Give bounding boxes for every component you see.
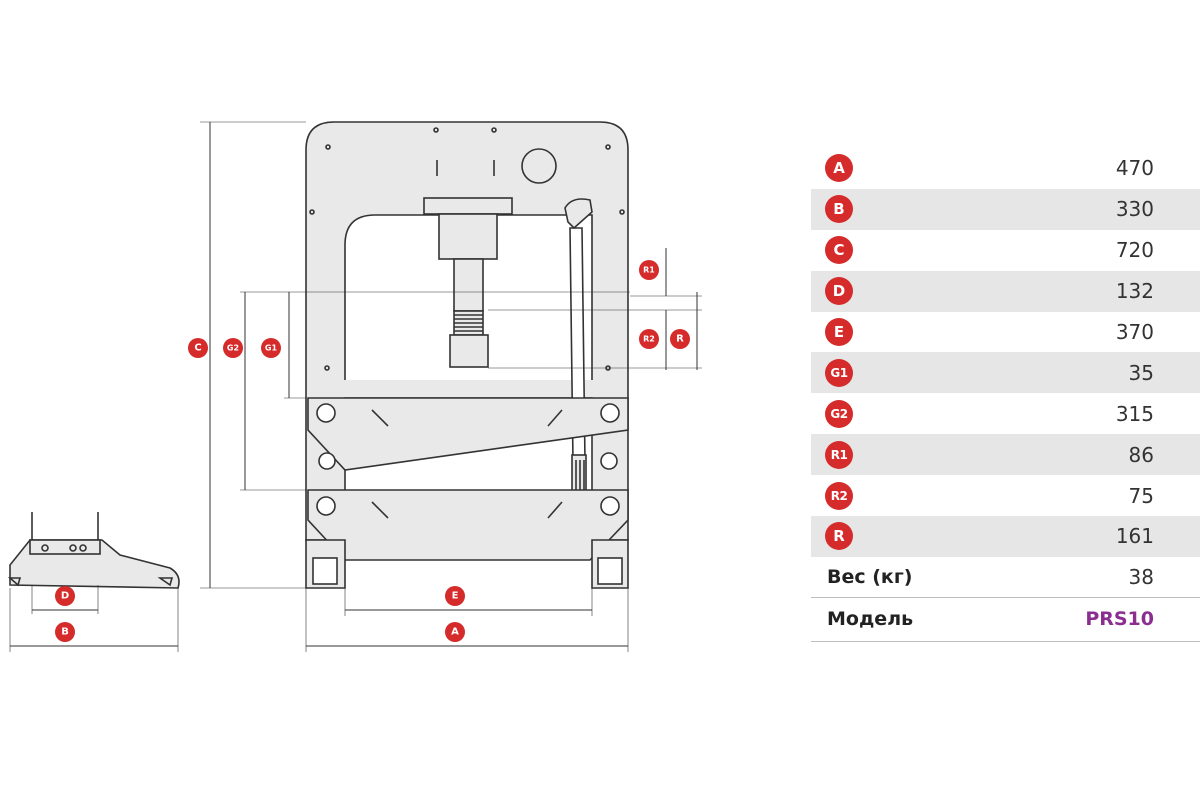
spec-row-weight: Вес (кг) 38 [811, 557, 1200, 598]
spec-row-r: R 161 [811, 516, 1200, 557]
spec-row-g2: G2 315 [811, 393, 1200, 434]
spec-row-d: D 132 [811, 270, 1200, 312]
marker-r: R [670, 329, 690, 349]
model-label: Модель [827, 608, 914, 631]
model-value: PRS10 [1085, 608, 1154, 631]
marker-c: C [188, 338, 208, 358]
svg-text:C: C [194, 343, 201, 354]
ram-plate [423, 197, 513, 215]
upper-beam [307, 397, 629, 471]
svg-text:R: R [676, 334, 684, 345]
spec-badge: A [825, 154, 853, 183]
svg-text:E: E [452, 591, 459, 602]
spec-badge: R2 [825, 481, 853, 510]
marker-e: E [445, 586, 465, 606]
svg-text:G2: G2 [227, 344, 239, 353]
spec-value: 132 [1115, 279, 1154, 304]
spec-value: 86 [1128, 442, 1154, 467]
spec-badge: E [825, 318, 853, 346]
svg-text:D: D [61, 591, 69, 602]
spec-table: A 470 B 330 C 720 D 132 E 370 G1 35 G2 3… [811, 148, 1200, 642]
cylinder-rod [453, 258, 484, 312]
marker-g2: G2 [223, 338, 243, 358]
spec-value: 370 [1115, 320, 1154, 344]
marker-r1: R1 [639, 260, 659, 280]
svg-text:G1: G1 [265, 344, 278, 353]
spec-value: 720 [1115, 238, 1154, 263]
spec-row-a: A 470 [811, 148, 1200, 189]
svg-text:R1: R1 [643, 266, 655, 275]
spec-row-r1: R1 86 [811, 434, 1200, 476]
marker-g1: G1 [261, 338, 281, 358]
svg-text:A: A [451, 627, 459, 638]
svg-text:R2: R2 [643, 335, 655, 344]
spec-badge: D [825, 277, 853, 306]
spec-badge: R [825, 522, 853, 551]
pump-handle [564, 198, 593, 230]
spec-row-c: C 720 [811, 230, 1200, 271]
spec-value: 161 [1115, 524, 1154, 549]
lower-beam [307, 489, 629, 561]
spec-badge: G1 [825, 358, 853, 387]
spec-badge: B [825, 195, 853, 224]
marker-b: B [55, 622, 75, 642]
marker-d: D [55, 586, 75, 606]
spec-value: 470 [1115, 156, 1154, 181]
weight-value: 38 [1128, 564, 1154, 589]
spec-value: 35 [1128, 360, 1154, 385]
ram-head [449, 334, 489, 368]
marker-r2: R2 [639, 329, 659, 349]
spec-row-g1: G1 35 [811, 352, 1200, 394]
svg-text:B: B [61, 627, 69, 638]
spec-row-model: Модель PRS10 [811, 598, 1200, 642]
spec-value: 315 [1115, 401, 1154, 426]
spec-row-r2: R2 75 [811, 475, 1200, 516]
cylinder-body [438, 213, 498, 260]
weight-label: Вес (кг) [827, 565, 913, 588]
spec-value: 330 [1115, 197, 1154, 222]
gauge [521, 148, 557, 184]
ram-thread [453, 310, 484, 336]
spec-row-b: B 330 [811, 188, 1200, 230]
spec-badge: R1 [825, 440, 853, 469]
marker-a: A [445, 622, 465, 642]
spec-value: 75 [1128, 483, 1154, 508]
spec-badge: G2 [825, 399, 853, 428]
spec-badge: C [825, 236, 853, 265]
spec-row-e: E 370 [811, 312, 1200, 353]
